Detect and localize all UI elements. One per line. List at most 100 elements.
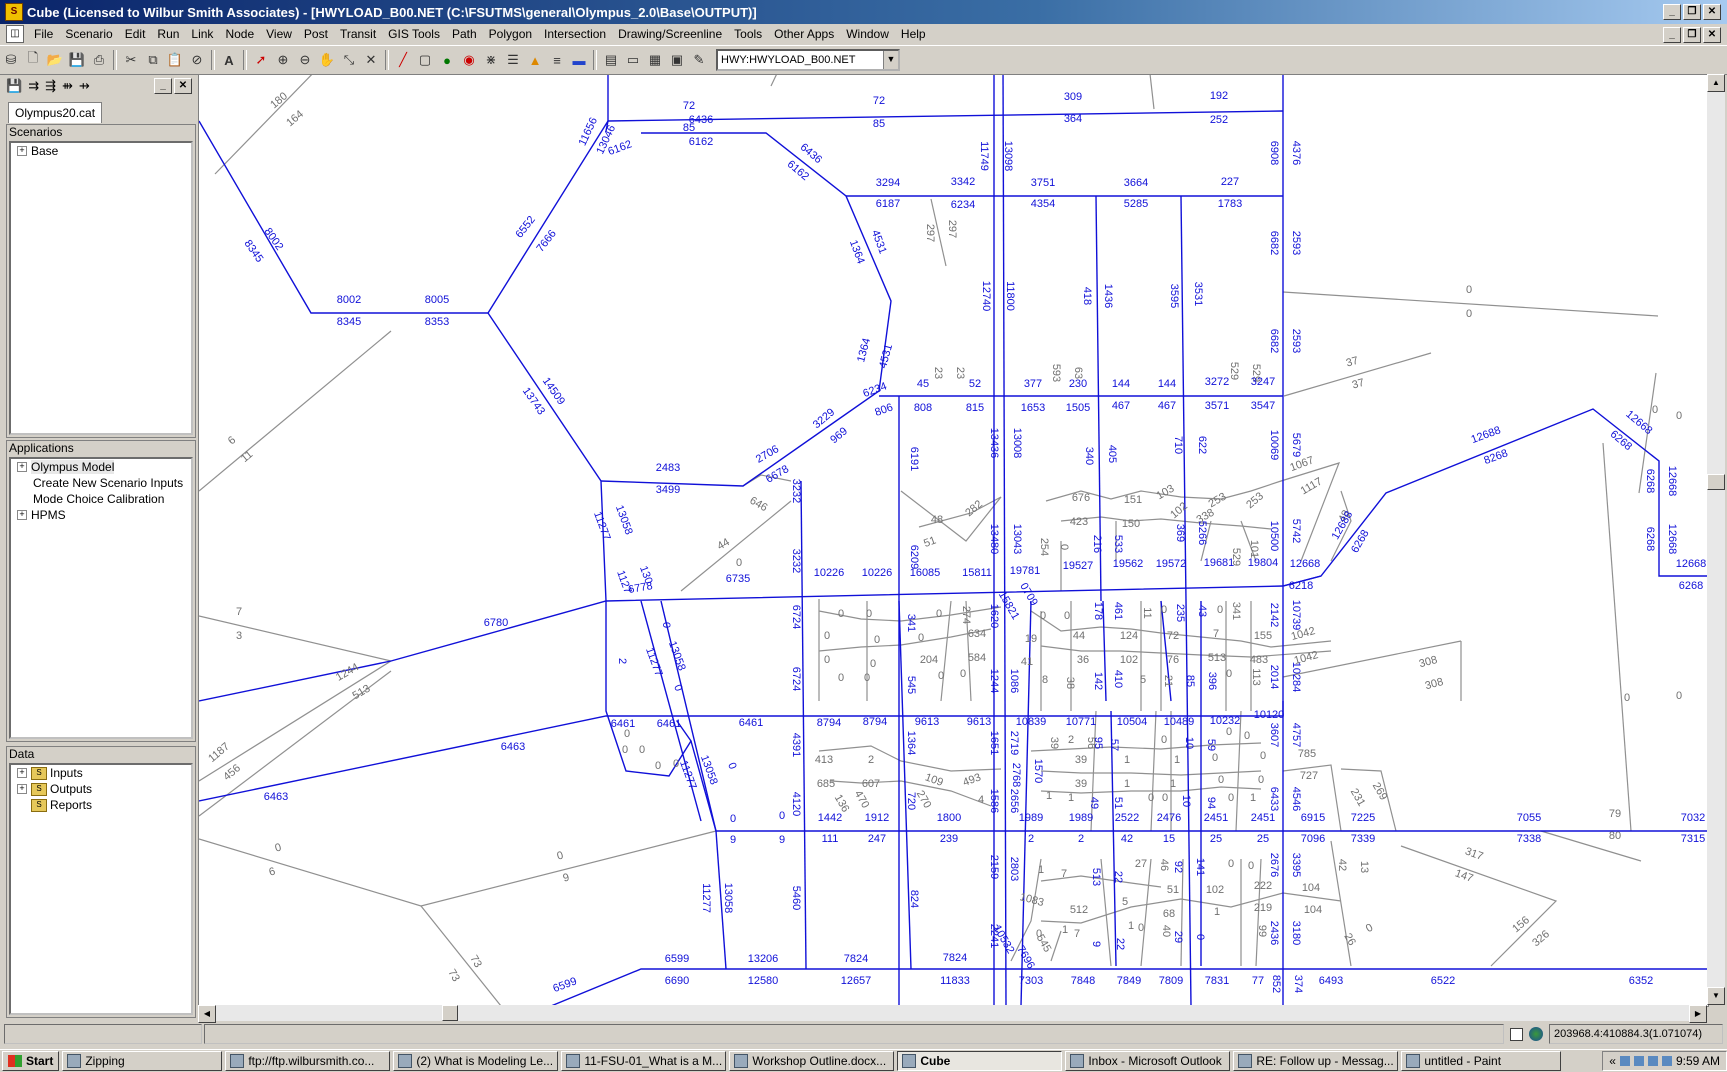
zoom-out-icon[interactable]: ⊖ (299, 52, 311, 67)
taskbar-item-modeling[interactable]: (2) What is Modeling Le... (393, 1051, 559, 1071)
horizontal-scrollbar[interactable]: ◀ ▶ (198, 1005, 1707, 1023)
taskbar-item-outlook[interactable]: Inbox - Microsoft Outlook (1065, 1051, 1231, 1071)
scroll-right-icon[interactable]: ▶ (1689, 1005, 1707, 1023)
expand-icon[interactable]: + (17, 462, 27, 472)
menu-tools[interactable]: Tools (734, 27, 763, 41)
chevron-down-icon[interactable]: ▼ (883, 51, 898, 69)
doc-minimize-button[interactable]: _ (1663, 27, 1681, 43)
scroll-left-icon[interactable]: ◀ (198, 1005, 216, 1023)
menu-help[interactable]: Help (900, 27, 926, 41)
restore-button[interactable]: ❐ (1683, 4, 1701, 20)
taskbar-item-zipping[interactable]: Zipping (62, 1051, 223, 1071)
network-select[interactable]: HWY:HWYLOAD_B00.NET ▼ (716, 49, 900, 71)
print-icon[interactable]: ⎙ (93, 52, 105, 67)
tray-icon[interactable] (1619, 1056, 1630, 1066)
measure-icon[interactable]: ⤡ (343, 52, 355, 67)
menu-node[interactable]: Node (225, 27, 255, 41)
save-icon[interactable]: 💾 (68, 52, 86, 67)
taskbar-item-fsu[interactable]: 11-FSU-01_What is a M... (561, 1051, 727, 1071)
globe-icon[interactable] (1529, 1027, 1543, 1041)
expand-icon[interactable]: + (17, 784, 27, 794)
menu-link[interactable]: Link (191, 27, 214, 41)
start-button[interactable]: Start (2, 1051, 60, 1071)
tree-item-mode-choice-calibration[interactable]: Mode Choice Calibration (33, 492, 165, 506)
snap-checkbox[interactable] (1510, 1027, 1523, 1041)
vertical-scroll-thumb[interactable] (1707, 474, 1725, 490)
network-icon[interactable] (1661, 1056, 1672, 1066)
panel-close-button[interactable]: ✕ (174, 78, 192, 94)
layers-icon[interactable]: ☰ (507, 52, 519, 67)
pause-icon[interactable]: ⇻ (62, 78, 73, 93)
menu-view[interactable]: View (266, 27, 292, 41)
tray-icon[interactable] (1647, 1056, 1658, 1066)
expand-icon[interactable]: + (17, 768, 27, 778)
horizontal-scroll-thumb[interactable] (442, 1005, 458, 1021)
taskbar-item-message[interactable]: RE: Follow up - Messag... (1233, 1051, 1399, 1071)
pages-icon[interactable]: ▤ (604, 52, 618, 67)
tree-item-create-new-scenario[interactable]: Create New Scenario Inputs (33, 476, 184, 490)
close-button[interactable]: ✕ (1703, 4, 1721, 20)
menu-file[interactable]: File (34, 27, 54, 41)
bus-icon[interactable]: ▭ (626, 52, 640, 67)
taskbar-item-paint[interactable]: untitled - Paint (1401, 1051, 1562, 1071)
select-arrow-icon[interactable]: ➚ (255, 52, 267, 67)
menu-transit[interactable]: Transit (339, 27, 377, 41)
cube-app-icon[interactable]: S (5, 3, 23, 21)
menu-edit[interactable]: Edit (124, 27, 146, 41)
menu-post[interactable]: Post (303, 27, 328, 41)
menu-path[interactable]: Path (451, 27, 477, 41)
menu-run[interactable]: Run (157, 27, 180, 41)
tray-icon[interactable] (1633, 1056, 1644, 1066)
panel-minimize-button[interactable]: _ (154, 78, 172, 94)
doc-restore-button[interactable]: ❐ (1683, 27, 1701, 43)
minimize-button[interactable]: _ (1663, 4, 1681, 20)
tree-item-olympus-model[interactable]: + Olympus Model (11, 459, 191, 475)
network-icon[interactable]: ⋇ (485, 52, 497, 67)
globe-icon[interactable]: ● (443, 52, 451, 68)
node-icon[interactable]: ◉ (463, 52, 475, 67)
tree-item-hpms[interactable]: + HPMS (11, 507, 191, 523)
catalog-tab[interactable]: Olympus20.cat (8, 102, 103, 123)
taskbar-item-workshop[interactable]: Workshop Outline.docx... (729, 1051, 895, 1071)
train-icon[interactable]: ▦ (648, 52, 662, 67)
menu-polygon[interactable]: Polygon (488, 27, 533, 41)
step-icon[interactable]: ⇶ (45, 78, 56, 93)
vertical-scrollbar[interactable]: ▲ ▼ (1707, 74, 1725, 1005)
open-folder-icon[interactable]: 📂 (46, 52, 64, 67)
taskbar-item-cube[interactable]: Cube (897, 1051, 1063, 1071)
database-icon[interactable]: ⛁ (5, 52, 17, 67)
save-icon[interactable]: 💾 (6, 78, 23, 93)
doc-close-button[interactable]: ✕ (1703, 27, 1721, 43)
link-tool-icon[interactable]: ✕ (365, 52, 377, 67)
new-file-icon[interactable]: 🗋 (27, 50, 39, 65)
color-bar-icon[interactable]: ▬ (572, 52, 586, 68)
pan-hand-icon[interactable]: ✋ (318, 52, 336, 67)
copy-icon[interactable]: ⧉ (148, 52, 158, 67)
menu-drawing-screenline[interactable]: Drawing/Screenline (618, 27, 723, 41)
tree-item-base[interactable]: + Base (11, 143, 191, 159)
stop-icon[interactable]: ⇸ (78, 78, 90, 93)
expand-icon[interactable]: + (17, 510, 27, 520)
draw-line-icon[interactable]: ╱ (399, 52, 407, 67)
run-icon[interactable]: ⇉ (28, 78, 40, 93)
line-style-icon[interactable]: ≡ (553, 52, 561, 68)
vehicle-icon[interactable]: ▣ (670, 52, 684, 67)
menu-window[interactable]: Window (846, 27, 889, 41)
cut-icon[interactable]: ✂ (125, 52, 137, 67)
paste-icon[interactable]: 📋 (166, 52, 184, 67)
color-fill-icon[interactable]: ▲ (528, 52, 542, 68)
window-icon[interactable]: ▢ (418, 52, 432, 67)
document-icon[interactable]: ◫ (6, 25, 24, 43)
taskbar-item-ftp[interactable]: ftp://ftp.wilbursmith.co... (225, 1051, 391, 1071)
menu-intersection[interactable]: Intersection (544, 27, 607, 41)
expand-icon[interactable]: + (17, 146, 27, 156)
text-tool-icon[interactable]: A (224, 52, 234, 68)
menu-other-apps[interactable]: Other Apps (774, 27, 835, 41)
zoom-in-icon[interactable]: ⊕ (277, 52, 289, 67)
chevron-left-icon[interactable]: « (1609, 1054, 1616, 1068)
